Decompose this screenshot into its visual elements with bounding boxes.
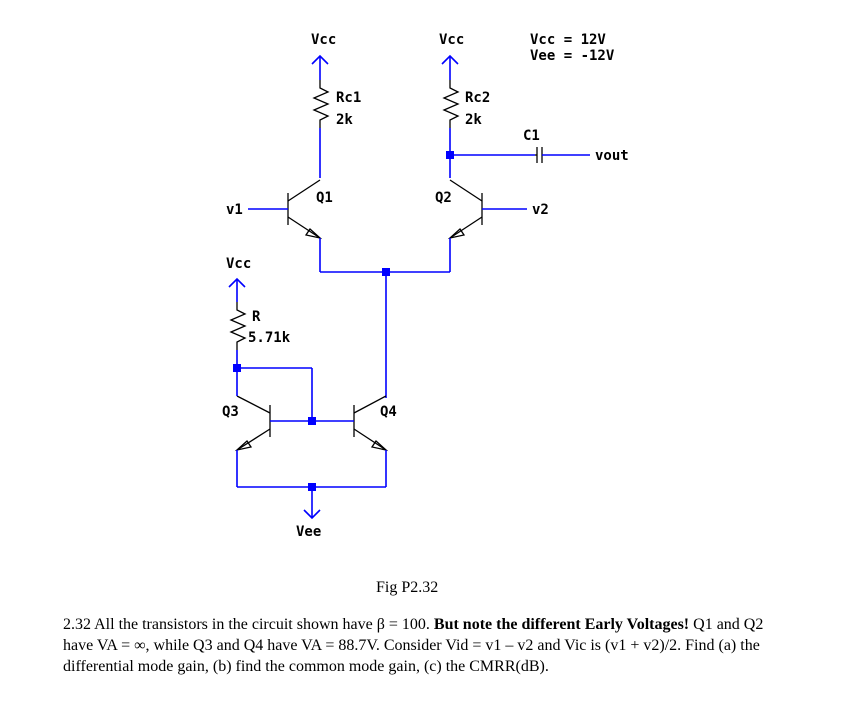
rc2-name-label: Rc2 [465, 90, 490, 106]
rc1-value-label: 2k [336, 112, 353, 128]
q4-label: Q4 [380, 404, 397, 420]
supply-vee-label: Vee = -12V [530, 48, 615, 64]
vee-label: Vee [296, 524, 321, 540]
vee-arrow [303, 491, 321, 520]
q1-transistor [287, 179, 323, 240]
q2-label: Q2 [435, 190, 452, 206]
r-resistor [229, 302, 247, 350]
q2-transistor [447, 179, 483, 240]
c1-capacitor [535, 147, 543, 163]
q1-label: Q1 [316, 190, 333, 206]
figure-caption: Fig P2.32 [376, 579, 439, 596]
vcc-label-r: Vcc [226, 256, 251, 272]
q3-transistor [234, 395, 271, 452]
problem-text-bold: But note the different Early Voltages! [433, 616, 690, 633]
supply-vcc-label: Vcc = 12V [530, 32, 606, 48]
v2-label: v2 [532, 202, 549, 218]
node-vee [308, 483, 316, 491]
circuit-schematic: Vcc Rc1 2k v1 Q1 Vcc Rc2 2k C1 vout v2 [222, 32, 629, 540]
vout-label: vout [595, 148, 629, 164]
vcc-arrow-q1 [311, 54, 329, 80]
c1-label: C1 [523, 128, 540, 144]
problem-statement: 2.32 All the transistors in the circuit … [63, 614, 783, 677]
vcc-label-q1: Vcc [311, 32, 336, 48]
vcc-label-q2: Vcc [439, 32, 464, 48]
rc1-resistor [312, 80, 330, 128]
vcc-arrow-r [228, 277, 246, 302]
node-base-tie [308, 417, 316, 425]
rc2-resistor [442, 80, 460, 128]
problem-text-1: 2.32 All the transistors in the circuit … [63, 616, 434, 633]
v1-label: v1 [226, 202, 243, 218]
problem-text-2: Q1 and Q2 have VA = ∞, while Q3 and Q4 h… [63, 616, 764, 675]
q3-label: Q3 [222, 404, 239, 420]
vcc-arrow-q2 [441, 54, 459, 80]
rc1-name-label: Rc1 [336, 90, 361, 106]
rc2-value-label: 2k [465, 112, 482, 128]
r-value-label: 5.71k [248, 330, 291, 346]
r-name-label: R [252, 309, 261, 325]
